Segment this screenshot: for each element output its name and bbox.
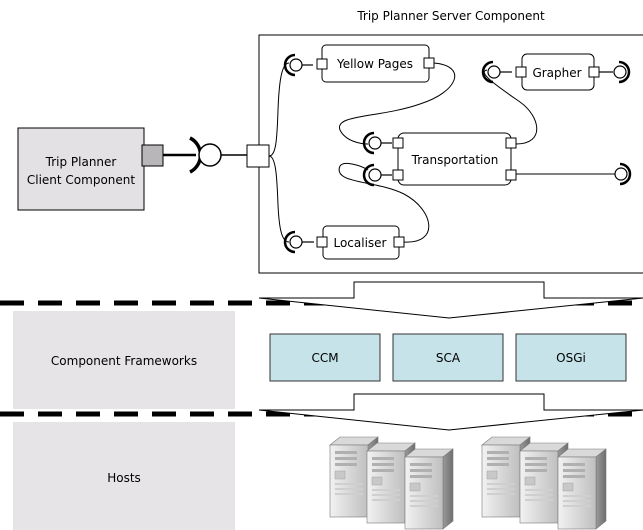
server-component-title: Trip Planner Server Component xyxy=(356,9,545,23)
server-port xyxy=(246,144,270,168)
transportation-label: Transportation xyxy=(411,153,499,167)
deploy-arrow-frameworks xyxy=(258,281,643,319)
framework-box-sca xyxy=(392,333,504,382)
deploy-arrow-hosts xyxy=(258,393,643,431)
hosts-label: Hosts xyxy=(107,471,141,485)
yellow-pages-label: Yellow Pages xyxy=(336,57,413,71)
transportation-component: Transportation xyxy=(362,131,632,187)
client-port xyxy=(141,144,164,167)
server-cluster-right xyxy=(481,436,607,530)
yellow-pages-component: Yellow Pages xyxy=(283,44,435,83)
framework-box-osgi xyxy=(515,333,627,382)
grapher-component: Grapher xyxy=(481,53,631,91)
component-frameworks-label: Component Frameworks xyxy=(51,354,197,368)
framework-label-sca: SCA xyxy=(436,351,461,365)
framework-label-osgi: OSGi xyxy=(556,351,586,365)
framework-boxes: CCM SCA OSGi xyxy=(269,333,627,382)
client-component-box xyxy=(17,127,145,211)
client-component-label-line2: Client Component xyxy=(27,173,136,187)
internal-wiring xyxy=(268,62,618,243)
framework-label-ccm: CCM xyxy=(311,351,338,365)
hosts-panel xyxy=(13,422,235,530)
localiser-label: Localiser xyxy=(333,236,386,250)
localiser-component: Localiser xyxy=(283,225,405,260)
component-frameworks-panel xyxy=(13,311,235,409)
grapher-label: Grapher xyxy=(532,66,581,80)
framework-box-ccm xyxy=(269,333,381,382)
server-cluster-left xyxy=(329,436,454,530)
server-provided-interface xyxy=(198,143,222,167)
client-component-label-line1: Trip Planner xyxy=(45,155,117,169)
